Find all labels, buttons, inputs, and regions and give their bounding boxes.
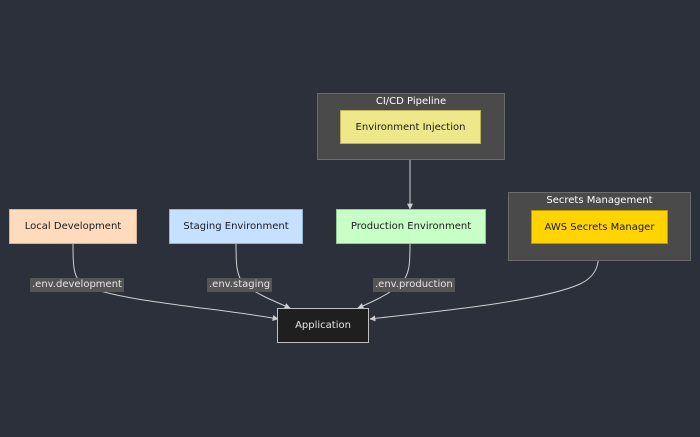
edge-label-env-production: .env.production — [373, 278, 455, 292]
edge-staging-to-app — [235, 243, 291, 309]
node-local-development[interactable]: Local Development — [9, 209, 137, 244]
edge-label-env-staging: .env.staging — [207, 278, 273, 292]
node-aws-secrets-manager[interactable]: AWS Secrets Manager — [531, 210, 668, 244]
cicd-pipeline-title: CI/CD Pipeline — [375, 96, 447, 107]
edge-label-env-development: .env.development — [30, 278, 124, 292]
edge-production-to-app — [357, 243, 411, 309]
node-application[interactable]: Application — [277, 308, 369, 343]
node-environment-injection[interactable]: Environment Injection — [340, 110, 481, 144]
edge-aws-to-app — [369, 243, 600, 322]
secrets-management-title: Secrets Management — [546, 195, 653, 206]
node-production-environment[interactable]: Production Environment — [336, 209, 486, 244]
node-staging-environment[interactable]: Staging Environment — [169, 209, 303, 244]
